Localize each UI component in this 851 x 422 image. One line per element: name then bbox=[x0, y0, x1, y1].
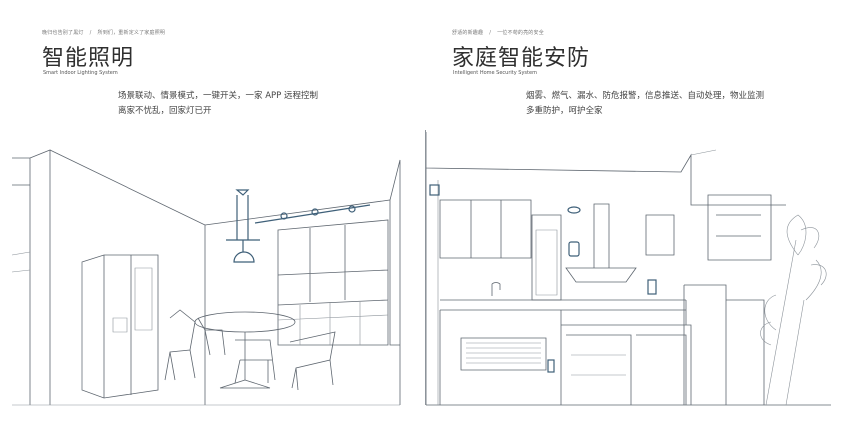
lighting-tagline: 晚归也告别了黑灯 / 所到们，重新定义了家庭照明 bbox=[42, 29, 165, 36]
security-desc-line2: 多重防护，呵护全家 bbox=[526, 106, 603, 116]
pendant-lamp-icon bbox=[226, 189, 260, 263]
security-tagline-b: 一位不苟的亮的安全 bbox=[497, 30, 544, 36]
kitchen-line-drawing bbox=[426, 132, 831, 406]
lighting-tagline-a: 晚归也告别了黑灯 bbox=[42, 30, 84, 36]
security-tagline-a: 舒适的新趣趣 bbox=[452, 30, 484, 36]
water-sensor-icon bbox=[547, 359, 555, 373]
home-security-panel: 舒适的新趣趣 / 一位不苟的亮的安全 家庭智能安防 Intelligent Home… bbox=[426, 0, 851, 422]
lighting-desc-line1: 场景联动、情景模式，一键开关，一家 APP 远程控制 bbox=[118, 91, 318, 101]
lighting-tagline-b: 所到们，重新定义了家庭照明 bbox=[97, 30, 166, 36]
security-desc-line1: 烟雾、燃气、漏水、防危报警，信息推送、自动处理，物业监测 bbox=[526, 91, 765, 101]
security-camera-icon bbox=[429, 184, 440, 196]
tagline-separator: / bbox=[89, 30, 92, 36]
security-subtitle: Intelligent Home Security System bbox=[453, 70, 537, 76]
smart-lighting-panel: 晚归也告别了黑灯 / 所到们，重新定义了家庭照明 智能照明 Smart Indoor… bbox=[0, 0, 425, 422]
tagline-separator: / bbox=[489, 30, 492, 36]
lighting-subtitle: Smart Indoor Lighting System bbox=[43, 70, 118, 76]
gas-detector-icon bbox=[568, 241, 580, 257]
lighting-desc-line2: 离家不忧乱，回家灯已开 bbox=[118, 106, 212, 116]
smoke-detector-icon bbox=[567, 206, 581, 214]
security-title: 家庭智能安防 bbox=[452, 46, 591, 71]
lighting-title: 智能照明 bbox=[42, 46, 135, 71]
security-tagline: 舒适的新趣趣 / 一位不苟的亮的安全 bbox=[452, 29, 544, 36]
dining-room-line-drawing bbox=[11, 149, 401, 406]
wall-panel-icon bbox=[647, 279, 657, 295]
panel-divider bbox=[425, 130, 426, 405]
spotlight-icon bbox=[254, 204, 371, 224]
